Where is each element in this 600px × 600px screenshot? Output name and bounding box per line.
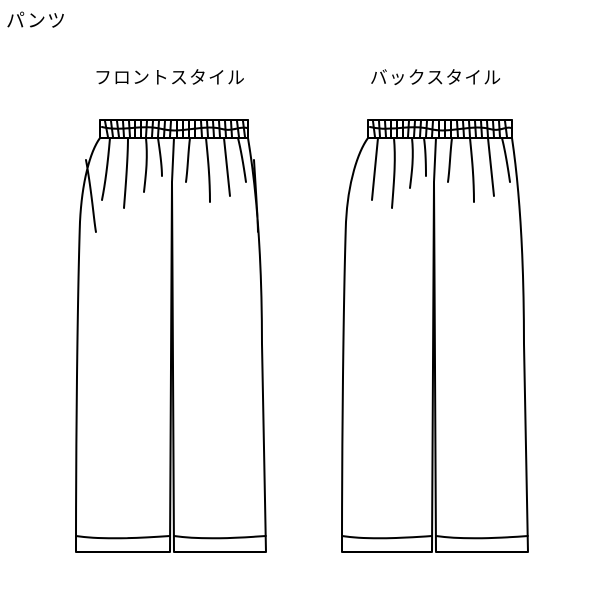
center-seam — [433, 137, 437, 183]
center-seam — [171, 137, 175, 183]
front-style-caption: フロントスタイル — [94, 68, 246, 89]
waistband — [367, 119, 513, 139]
waistband-gathers — [101, 120, 248, 138]
hem-right — [435, 535, 529, 540]
back-style-caption: バックスタイル — [369, 68, 503, 89]
pants-outline — [341, 119, 529, 553]
hem-left — [341, 535, 433, 540]
gather-folds — [101, 137, 247, 209]
pants-back-icon — [341, 119, 529, 553]
hem-right — [173, 535, 267, 540]
pants-front-illustration — [62, 112, 282, 568]
gather-folds — [371, 137, 511, 209]
waistband-gathers — [369, 120, 512, 138]
page-title: パンツ — [6, 10, 67, 32]
pocket-left — [85, 159, 97, 233]
pants-back-illustration — [328, 112, 548, 568]
pocket-right — [253, 159, 259, 233]
hem-left — [75, 535, 171, 540]
pants-front-icon — [75, 119, 267, 553]
